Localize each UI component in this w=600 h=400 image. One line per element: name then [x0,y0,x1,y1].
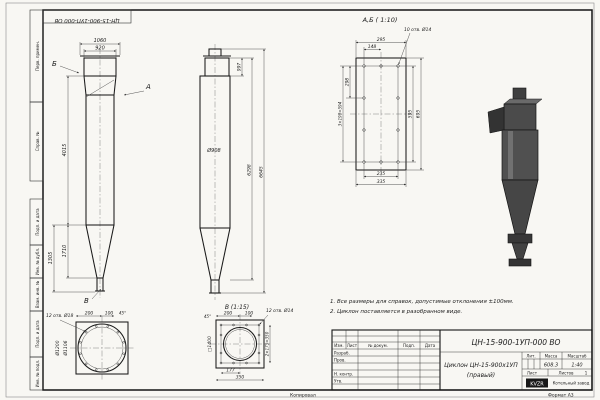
dim-label: 1710 [62,245,68,258]
sheets-label: Листов [559,371,575,376]
mass-value: 608.3 [544,363,558,369]
margin-label: Подп. и дата [35,320,40,348]
company-logo [526,378,548,388]
dim-label: 1305 [48,252,54,265]
dim-label: Ø1200 [54,340,61,356]
dim-label: 100 [105,311,114,317]
paper-edge [5,2,595,398]
company-name: Котельный завод [553,381,590,386]
dim-label: Ø908 [206,147,220,154]
iso-cylinder [501,129,539,181]
row-approved: Утв. [334,379,342,384]
dim-label: 177 [226,368,235,374]
detail-title: В (1:15) [225,304,249,311]
col-header-doc: № докум. [368,343,388,348]
row-developed: Разраб. [334,351,350,356]
dim-label: 997 [237,63,243,72]
isometric-view [487,87,543,267]
lit-label: Лит. [526,354,535,359]
view-arrow-label-b: Б [52,60,57,68]
dim-label: 6645 [259,166,265,178]
margin-label: Взам. инв. № [35,281,40,308]
detail-v-view: В (1:15) 12 отв. Ø14 200 100 45° □1400 2… [204,304,293,381]
scale-value: 1:40 [571,363,582,369]
dim-label: 45° [119,311,126,316]
top-left-stamp: ЦН-15-900-1УП-000 ОВ [42,9,132,24]
row-checked: Пров. [334,358,346,363]
dim-label: 350 [236,375,245,381]
dim-label: 695 [416,110,422,119]
dim-label: 920 [95,46,105,52]
iso-box-top [503,98,543,105]
margin-label: Инв. № подл. [35,360,40,388]
dim-label: 298 [345,78,351,87]
scale-label: Масштаб [567,354,587,359]
iso-base [508,258,532,267]
dim-label: 3×198=594 [338,101,343,126]
col-header-izm: Изм. [334,343,343,348]
margin-label: Инв. № дубл. [35,248,40,275]
flange-detail-view: 12 отв. Ø18 Ø1106 Ø1200 200 100 45° [46,311,134,380]
company-logo-text: KVZR [530,382,544,388]
format-label: Формат А3 [548,393,574,399]
dim-label: 6298 [247,164,253,176]
dim-label: 148 [368,44,377,50]
dim-label: 295 [377,37,386,43]
iso-funnel [511,242,529,260]
dim-label: 335 [377,179,386,185]
margin-label: Перв. примен. [35,41,40,71]
col-header-sign: Подп. [403,343,415,348]
margin-label: Справ. № [35,132,40,151]
copy-label: Копировал [290,393,316,399]
iso-box [503,103,537,131]
col-header-list: Лист [347,343,358,348]
front-view: 1060 920 4015 1710 1305 Б А В [48,38,151,305]
side-view: Ø908 997 6298 6645 [199,44,266,300]
sheet-label: Лист [527,371,538,376]
note-line: 2. Циклон поставляется в разобранном вид… [330,309,463,315]
dim-label: 595 [408,110,414,119]
doc-code: ЦН-15-900-1УП-000 ВО [472,338,561,347]
dim-label: 4015 [62,144,68,157]
dim-label: 200 [224,311,233,317]
iso-cone [501,179,539,235]
margin-stamps: Перв. примен. Справ. № Подп. и дата Инв.… [29,9,44,391]
view-arrow-label-v: В [84,297,89,305]
margin-label: Подп. и дата [35,208,40,236]
section-title: А,Б ( 1:10) [362,16,398,24]
iso-highlight [508,131,513,179]
dim-label: 45° [204,314,211,319]
iso-inlet [487,106,505,134]
note-line: 1. Все размеры для справок, допустимые о… [330,299,514,305]
title-block: Изм. Лист № докум. Подп. Дата Разраб. Пр… [331,329,593,391]
row-ncontrol: Н. контр. [334,372,353,377]
iso-flange [507,233,533,244]
sheets-value: 1 [585,371,588,376]
dim-label: 2×175=350 [265,331,270,356]
inverted-doc-code: ЦН-15-900-1УП-000 ОВ [54,17,119,23]
product-variant: (правый) [467,372,495,379]
holes-callout: 12 отв. Ø18 [46,312,73,319]
dim-label: 235 [377,171,386,177]
holes-callout: 12 отв. Ø14 [266,307,293,314]
holes-callout: 10 отв. Ø14 [404,26,431,33]
view-arrow-label-a: А [145,83,151,91]
dim-label: 100 [245,311,254,317]
dim-label: □1400 [207,336,213,352]
dim-label: Ø1106 [62,340,69,356]
notes: 1. Все размеры для справок, допустимые о… [330,299,514,315]
mass-label: Масса [545,354,558,359]
product-name: Циклон ЦН-15-900х1УП [444,362,518,369]
dim-label: 1060 [94,38,107,44]
dim-label: 200 [85,311,94,317]
section-ab-view: А,Б ( 1:10) 10 отв. Ø14 295 148 298 3×19… [338,16,431,187]
col-header-date: Дата [425,343,436,348]
